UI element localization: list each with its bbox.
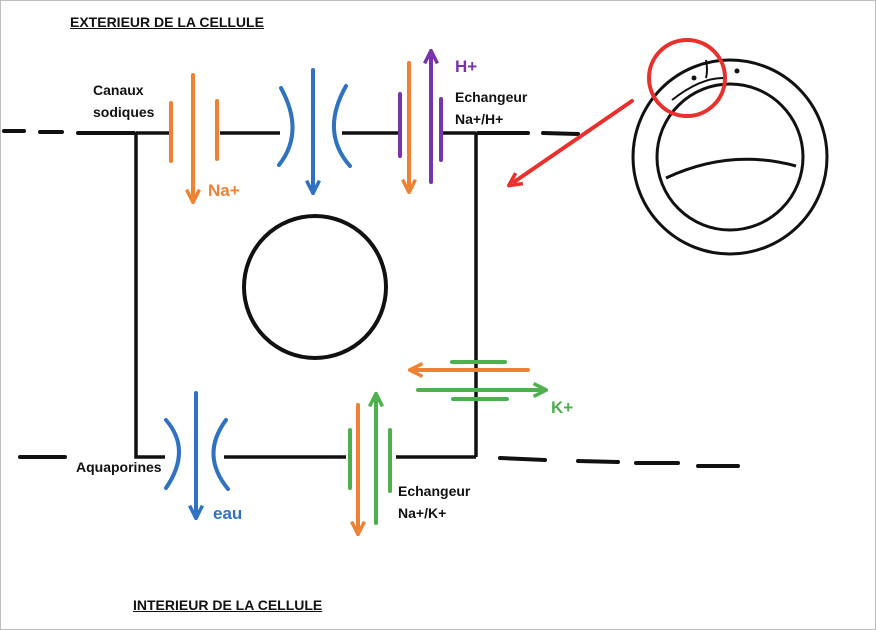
label-canaux-line1: Canaux (93, 82, 144, 98)
label-canaux-line2: sodiques (93, 104, 155, 120)
exchanger-na-h (398, 57, 443, 186)
pointer-arrow (514, 99, 634, 182)
title-exterieur: EXTERIEUR DE LA CELLULE (70, 14, 264, 30)
label-na-plus: Na+ (208, 181, 240, 200)
label-echangeur-nak-line1: Echangeur (398, 483, 471, 499)
label-k-plus: K+ (551, 398, 574, 417)
label-eau: eau (213, 504, 243, 523)
aquaporin-top (277, 68, 352, 187)
exchanger-na-k-bottom (348, 400, 392, 528)
cell-outline (134, 131, 478, 459)
aquaporin-bottom (164, 391, 230, 512)
label-echangeur-nah-line1: Echangeur (455, 89, 528, 105)
sodium-channel (169, 73, 219, 196)
title-interieur: INTERIEUR DE LA CELLULE (133, 597, 323, 613)
label-echangeur-nak-line2: Na+/K+ (398, 505, 447, 521)
exchanger-na-k-right (416, 360, 540, 401)
membrane-dashes (2, 129, 740, 468)
highlight-circle (647, 38, 727, 118)
label-echangeur-nah-line2: Na+/H+ (455, 111, 504, 127)
label-aquaporines: Aquaporines (76, 459, 162, 475)
mini-cell-illustration (631, 58, 829, 256)
nucleus-circle (242, 214, 388, 360)
label-h-plus: H+ (455, 57, 478, 76)
